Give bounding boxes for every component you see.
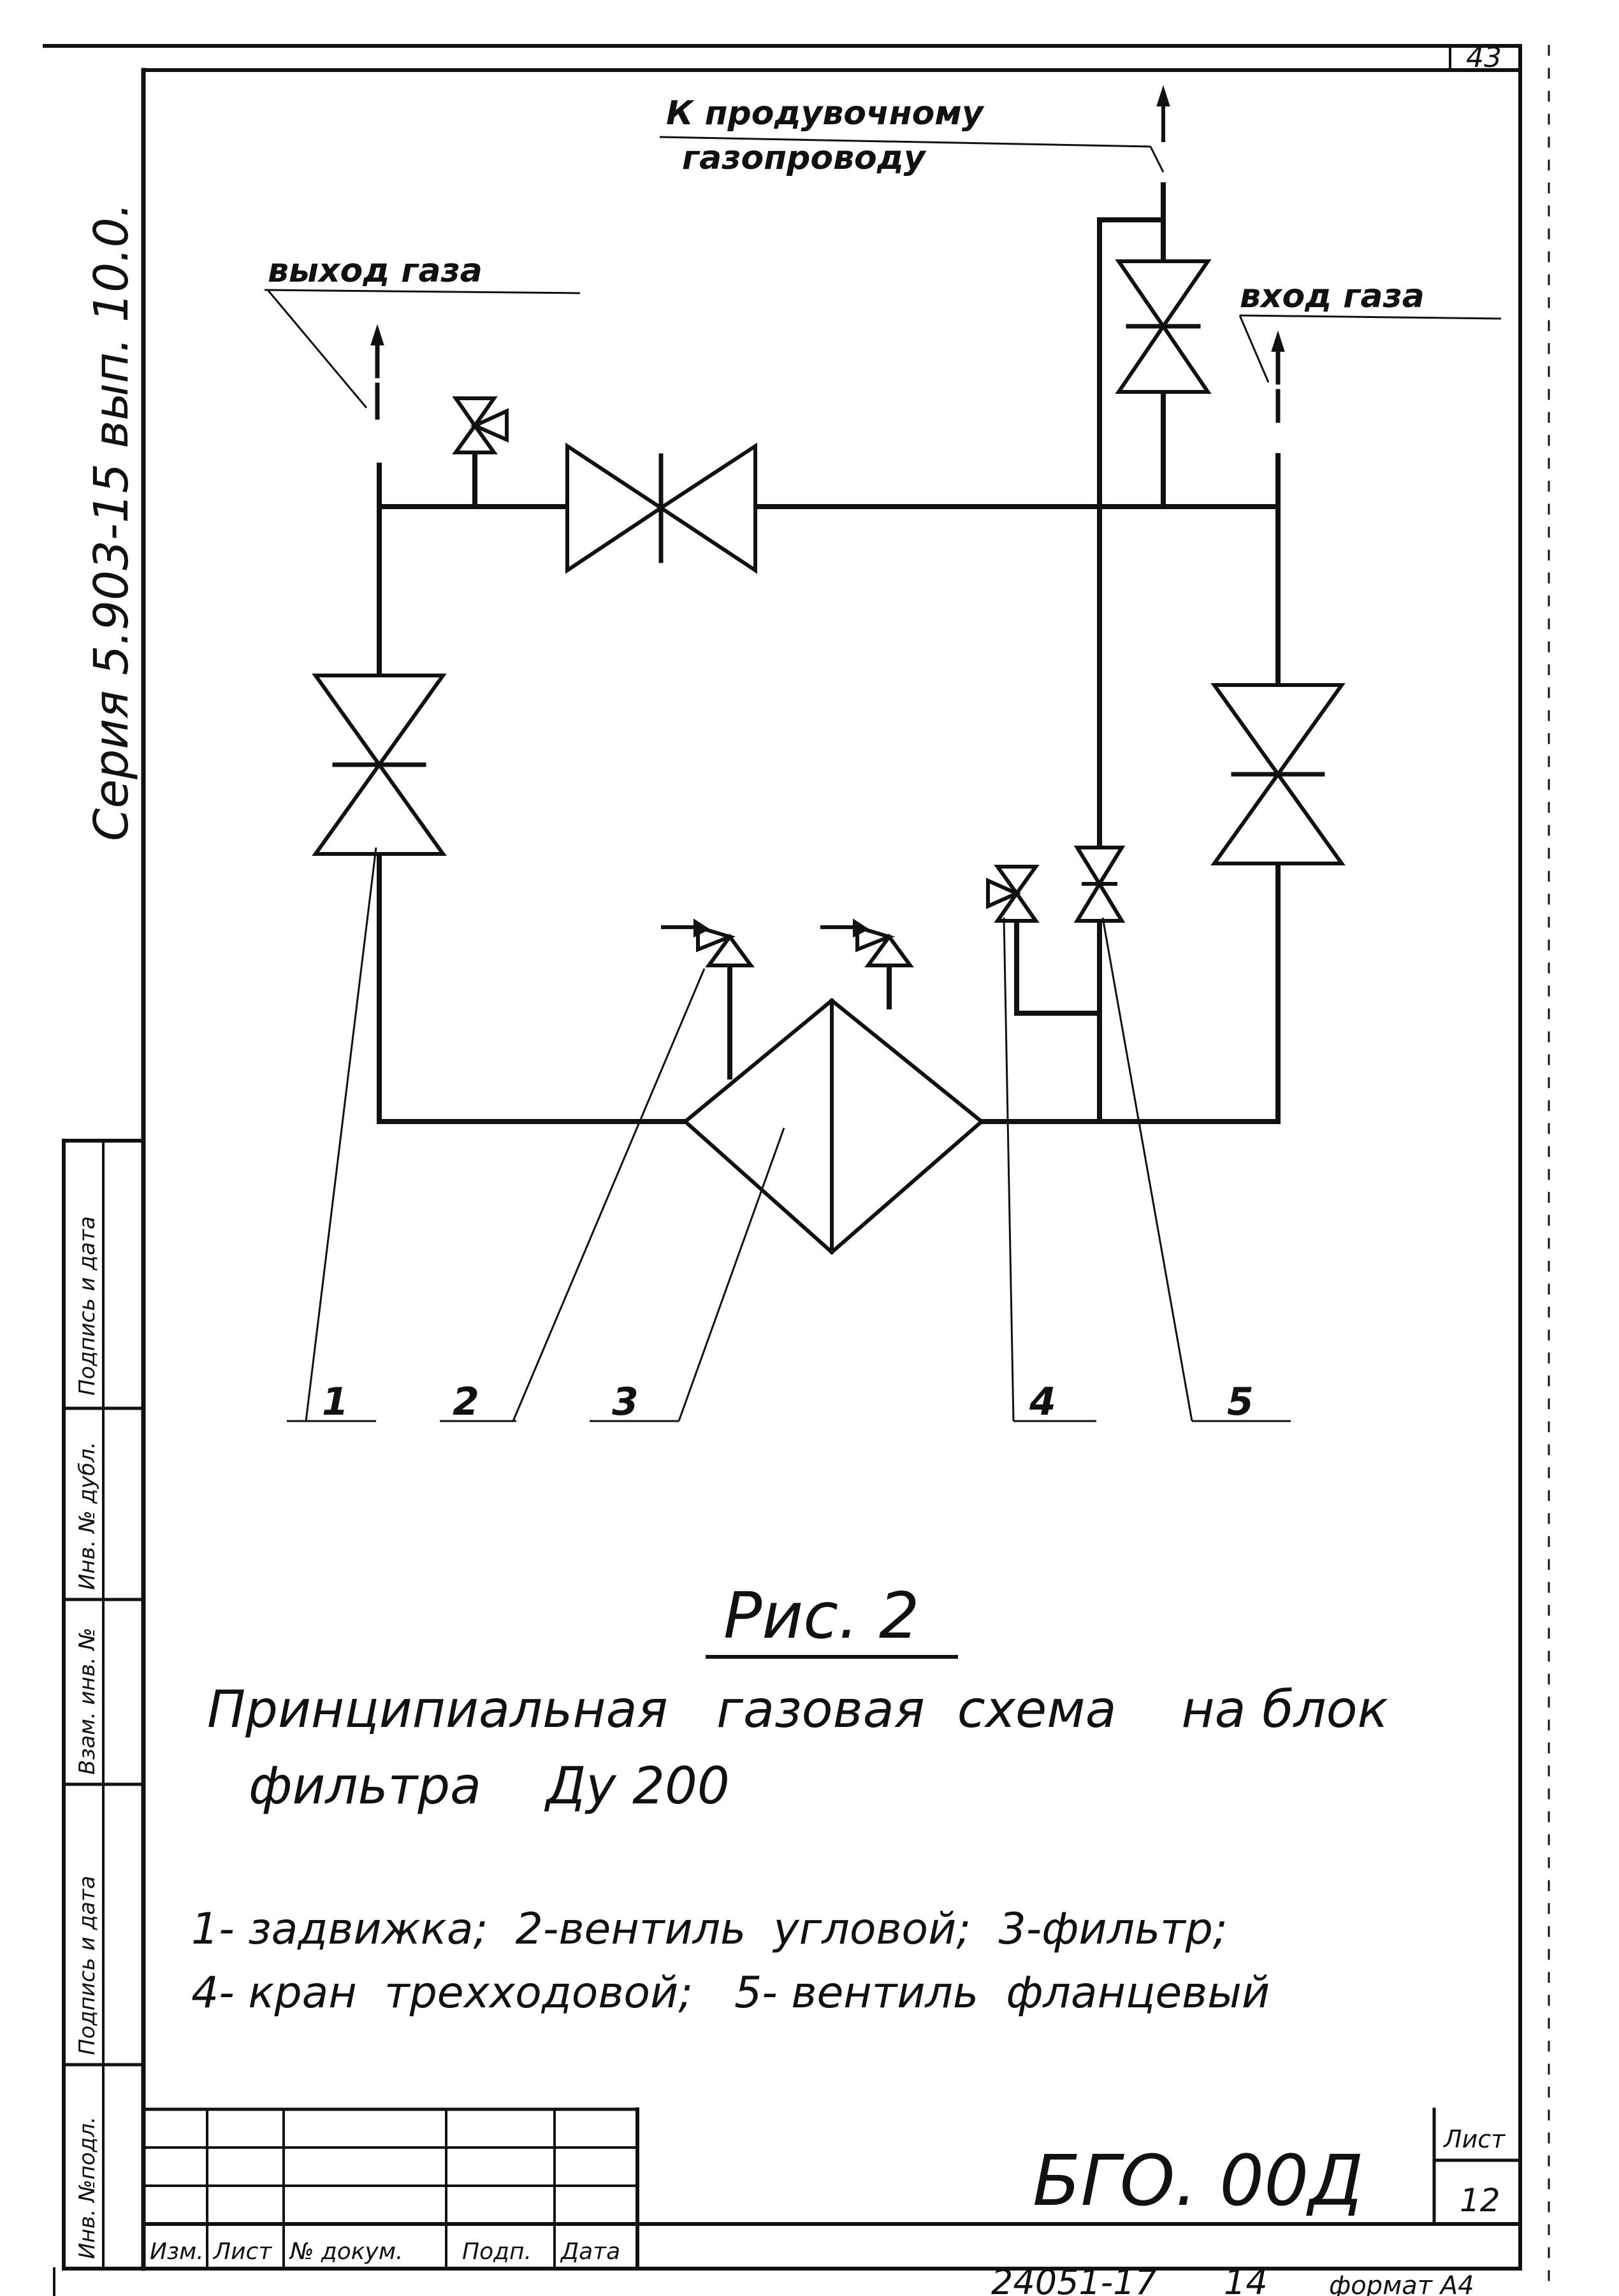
legend-line2: 4- кран трехходовой; 5- вентиль фланцевы… xyxy=(191,1968,1270,2018)
tb-sheet-number: 12 xyxy=(1460,2182,1500,2219)
tb-header-izm: Изм. xyxy=(150,2239,204,2265)
stamp-cell-inv-dubl: Инв. № дубл. xyxy=(75,1441,100,1590)
series-note: Серия 5.903-15 вып. 10.0. xyxy=(84,203,139,841)
callout-4: 4 xyxy=(1029,1380,1056,1424)
tb-header-podp: Подп. xyxy=(462,2239,532,2265)
tb-header-doc: № докум. xyxy=(289,2239,403,2265)
stamp-cell-inv-podl: Инв. №подл. xyxy=(75,2116,100,2259)
tb-bottom-number: 24051-17 xyxy=(991,2262,1157,2296)
tb-format-label: формат А4 xyxy=(1329,2271,1474,2296)
title-block xyxy=(142,2107,1522,2271)
stamp-cell-signature-2: Подпись и дата xyxy=(75,1875,100,2055)
gate-valve-top xyxy=(565,442,757,574)
tb-designation: БГО. 00Д xyxy=(1033,2140,1363,2221)
angle-valve-2 xyxy=(820,918,914,967)
leader-lines xyxy=(264,136,1502,1422)
callout-1: 1 xyxy=(322,1380,349,1424)
legend-line1: 1- задвижка; 2-вентиль угловой; 3-фильтр… xyxy=(191,1904,1228,1954)
vent-valve xyxy=(452,396,509,454)
gate-valve-purge xyxy=(1115,259,1212,394)
figure-caption-line1: Принципиальная газовая схема на блок xyxy=(207,1680,1388,1739)
callout-2: 2 xyxy=(453,1380,479,1424)
figure-caption-line2: фильтра Ду 200 xyxy=(249,1756,730,1816)
sheet-corner-number: 43 xyxy=(1466,41,1502,74)
tb-header-list: Лист xyxy=(212,2239,272,2265)
tb-header-data: Дата xyxy=(560,2239,620,2265)
stamp-cell-signature-1: Подпись и дата xyxy=(75,1216,100,1396)
gas-in-label: вход газа xyxy=(1240,277,1425,315)
angle-valve-1 xyxy=(661,918,755,967)
gate-valve-left xyxy=(312,674,447,856)
purge-label-line1: К продувочному xyxy=(666,94,985,133)
gate-valve-right xyxy=(1210,683,1346,865)
figure-title: Рис. 2 xyxy=(723,1578,919,1653)
flow-arrows xyxy=(370,85,1285,423)
margin-stamp xyxy=(62,1139,145,2271)
three-way-cock xyxy=(986,865,1040,923)
purge-label-line2: газопроводу xyxy=(682,139,927,177)
tb-sheet-label: Лист xyxy=(1442,2125,1506,2153)
tb-bottom-sheet: 14 xyxy=(1224,2262,1268,2296)
callout-3: 3 xyxy=(612,1380,639,1424)
filter-symbol xyxy=(682,998,985,1255)
gas-out-label: выход газа xyxy=(268,252,483,290)
piping xyxy=(377,94,1281,1124)
callout-5: 5 xyxy=(1227,1380,1254,1424)
flanged-valve xyxy=(1073,846,1126,923)
stamp-cell-vzam-inv: Взам. инв. № xyxy=(75,1628,100,1775)
